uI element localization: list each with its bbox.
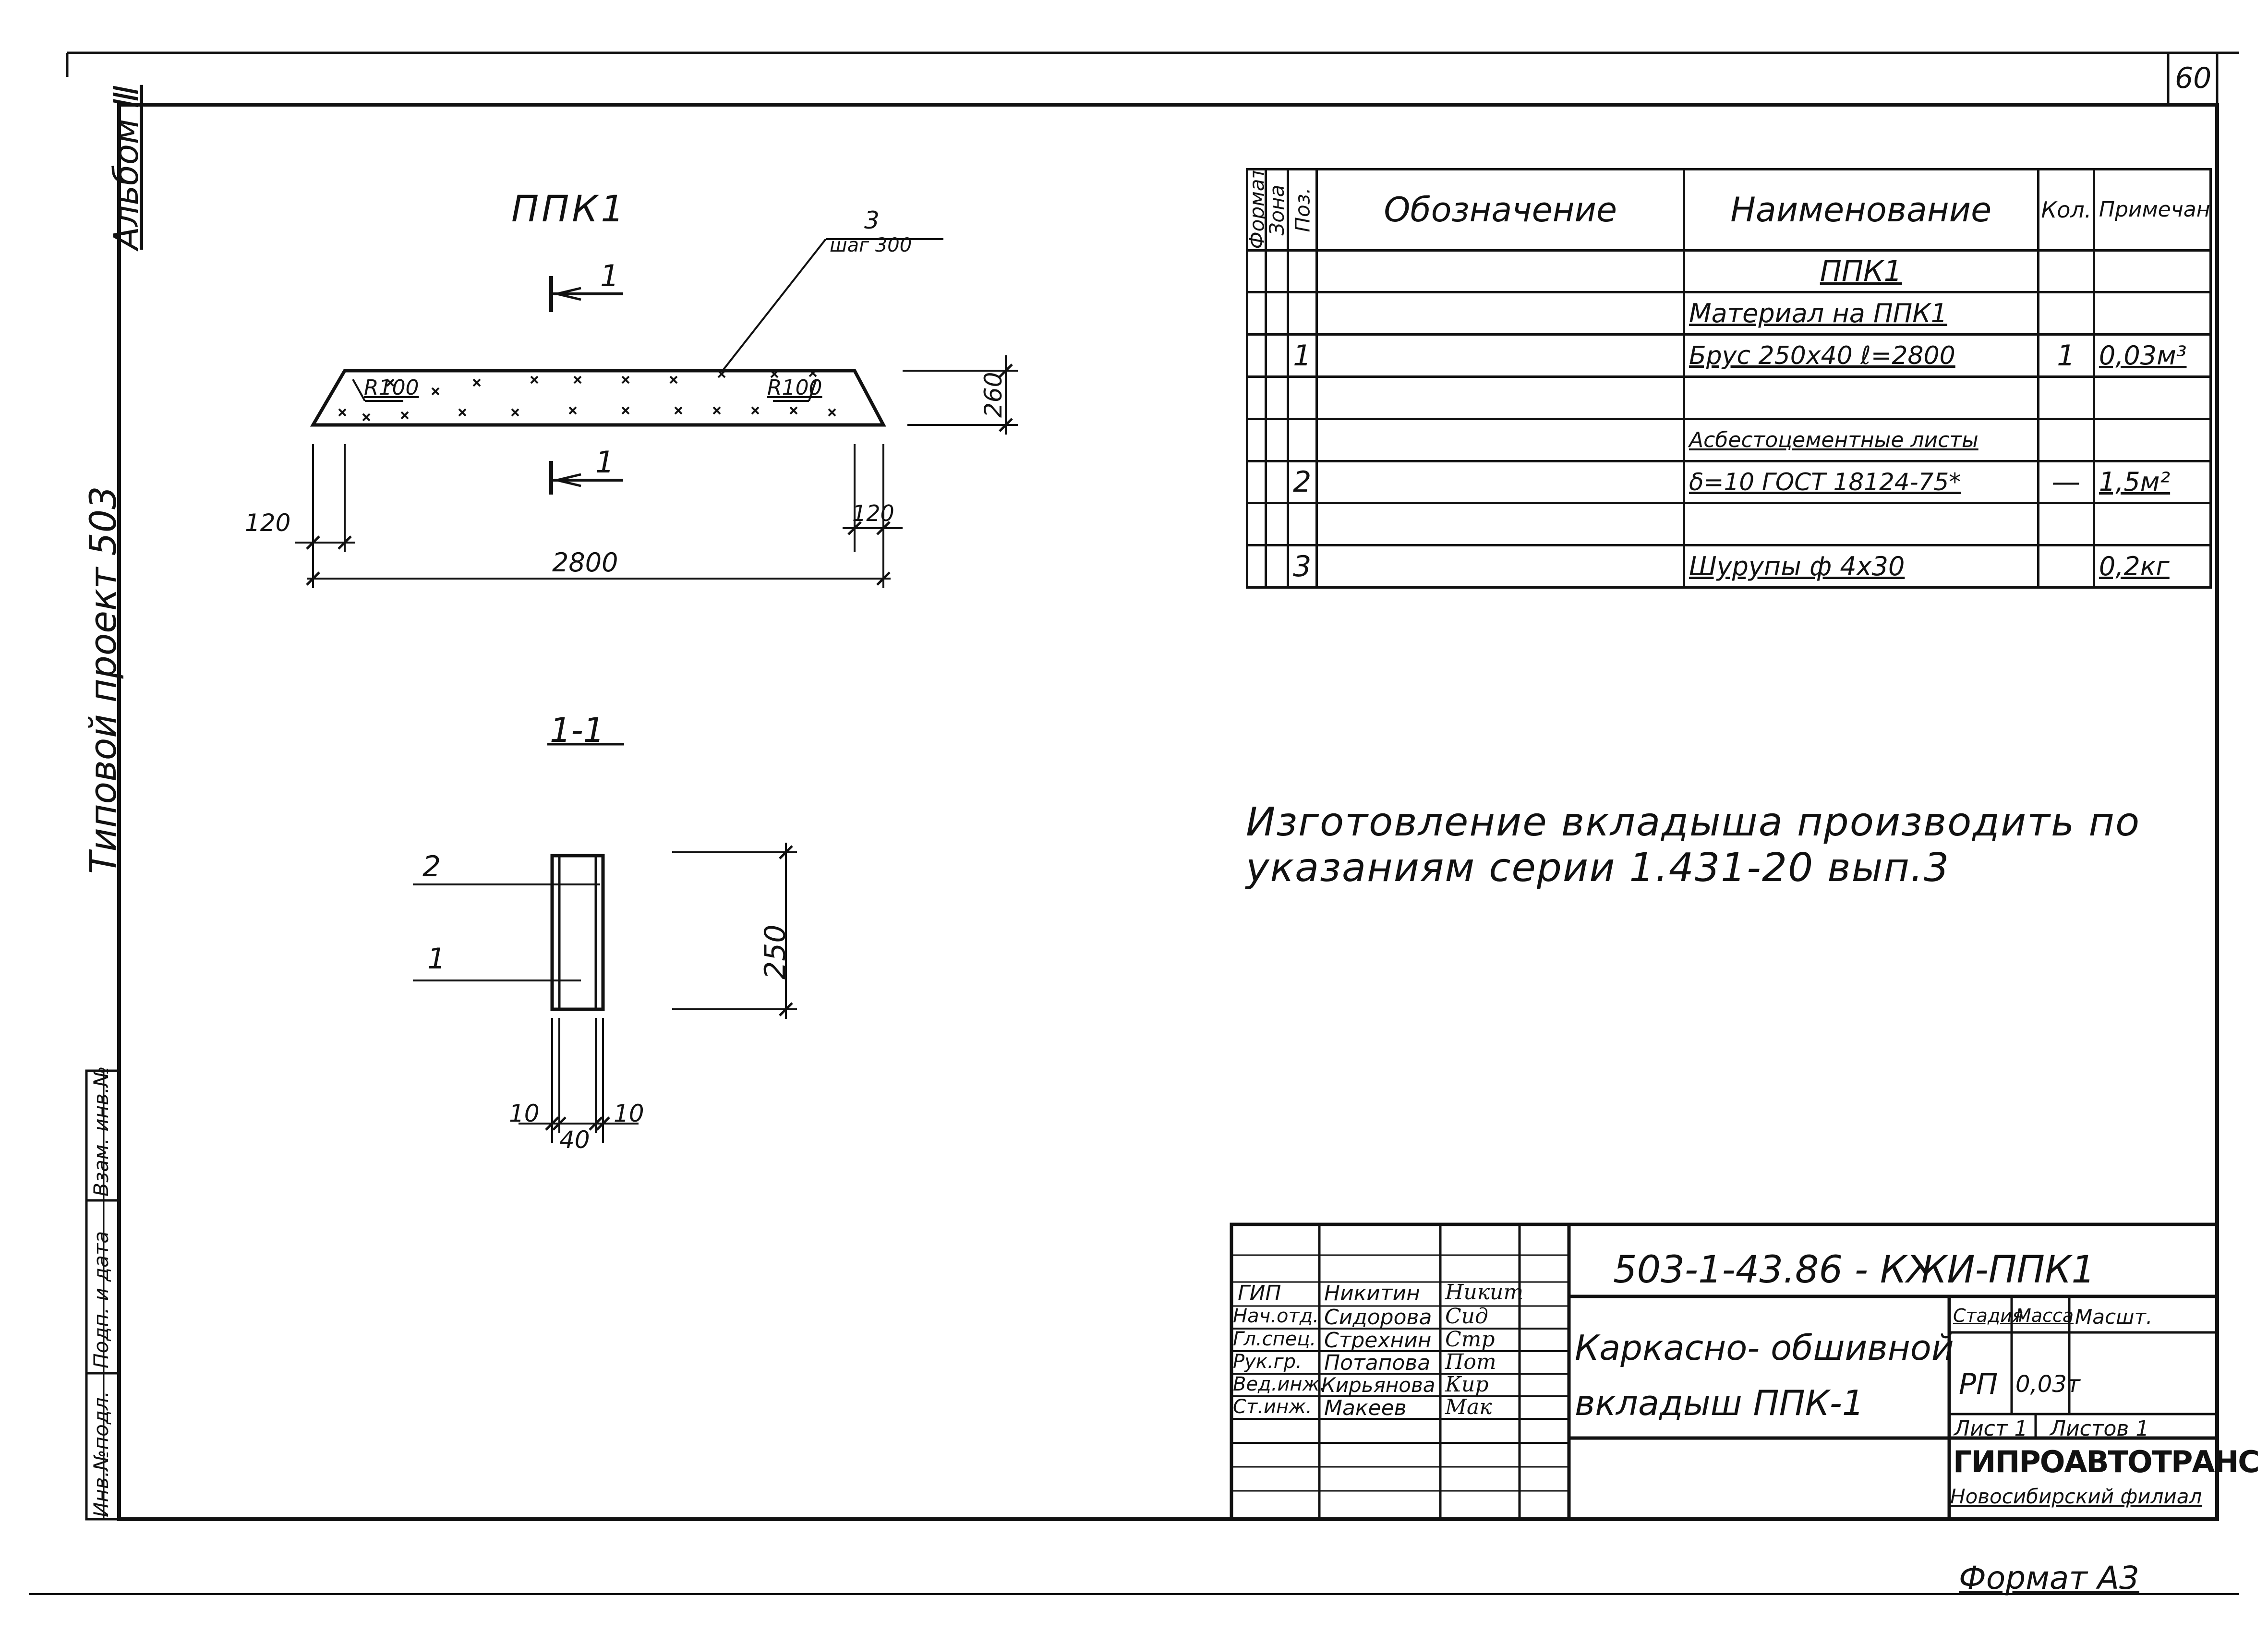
staff-name: Стрехнин [1324,1328,1432,1353]
part-title: ППК1 [511,187,627,230]
doc-title-line-2: вкладыш ППК-1 [1575,1383,1864,1423]
table-row [1245,375,2212,420]
section-view [413,743,797,1143]
staff-role: Вед.инж. [1233,1373,1326,1395]
dim-sec-left-10: 10 [509,1100,540,1127]
mass-value: 0,03т [2015,1371,2080,1398]
leader-pos3-note: шаг 300 [830,234,912,256]
part-elevation [295,238,1018,588]
table-row: 2 δ=10 ГОСТ 18124-75* — 1,5м² [1245,460,2212,505]
stage-value: РП [1959,1367,1998,1401]
staff-signature: Кир [1445,1372,1489,1397]
dim-right-120: 120 [852,500,894,526]
sheets-label: Листов 1 [2050,1416,2149,1441]
spec-header-row: Формат Зона Поз. Обозначение Наименовани… [1247,168,2212,252]
left-stamp-strip [85,1069,121,1521]
scale-label: Масшт. [2075,1305,2153,1329]
dim-length-2800: 2800 [552,547,618,578]
spec-table: Формат Зона Поз. Обозначение Наименовани… [1245,168,2212,589]
spec-col-format: Формат [1247,169,1266,251]
staff-signature: Сид [1445,1304,1488,1329]
spec-col-designation: Обозначение [1315,168,1685,252]
dim-sec-right-10: 10 [614,1100,644,1127]
staff-signature: Пот [1445,1350,1496,1374]
org-name: ГИПРОАВТОТРАНС [1953,1444,2260,1479]
dim-height-260: 260 [979,372,1007,418]
staff-role: ГИП [1238,1281,1281,1306]
doc-title-line-1: Каркасно- обшивной [1575,1328,1954,1368]
org-branch: Новосибирский филиал [1950,1485,2202,1508]
spec-name-cell: δ=10 ГОСТ 18124-75* [1682,460,2039,505]
section-pos1: 1 [427,942,446,976]
spec-col-zone: Зона [1266,169,1288,251]
leader-pos3: 3 [864,206,880,234]
table-row: Асбестоцементные листы [1245,417,2212,462]
table-row: ППК1 [1245,249,2212,294]
staff-name: Сидорова [1324,1305,1432,1330]
section-mark-top: 1 [600,258,619,293]
staff-signature: Мак [1445,1395,1492,1419]
staff-role: Ст.инж. [1233,1396,1312,1418]
staff-name: Кирьянова [1321,1373,1436,1397]
mass-label: Масса [2015,1305,2074,1326]
staff-role: Гл.спец. [1233,1328,1316,1350]
doc-code: 503-1-43.86 - КЖИ-ППК1 [1613,1248,2096,1292]
page-number-box [2167,51,2219,106]
stamp-vzam-inv: Взам. инв.№ [89,1066,113,1197]
spec-col-qty: Кол. [2037,168,2095,252]
table-row: 1 Брус 250х40 ℓ=2800 1 0,03м³ [1245,333,2212,378]
staff-signature: Стр [1445,1327,1495,1352]
staff-name: Потапова [1324,1351,1431,1375]
section-mark-bottom: 1 [595,445,615,480]
note-line-1: Изготовление вкладыша производить по [1246,799,2141,845]
dim-sec-width-40: 40 [559,1126,590,1154]
album-label: Альбом Ⅲ [107,85,146,250]
format-label: Формат А3 [1959,1560,2139,1597]
spec-name-cell: Шурупы ф 4х30 [1682,544,2039,589]
stamp-inv-podl: Инв.№подл. [89,1391,113,1517]
spec-col-pos: Поз. [1288,169,1317,251]
table-row: 3 Шурупы ф 4х30 0,2кг [1245,544,2212,589]
staff-role: Рук.гр. [1233,1351,1302,1373]
section-title: 1-1 [550,711,605,750]
staff-name: Макеев [1324,1396,1407,1420]
section-pos2: 2 [422,850,441,883]
spec-name-cell: Асбестоцементные листы [1682,417,2039,462]
project-label: Типовой проект 503 [82,486,124,874]
sheet-frame [117,103,2219,1521]
stage-label: Стадия [1953,1305,2023,1326]
table-row: Материал на ППК1 [1245,291,2212,336]
table-row [1245,502,2212,547]
screw-marks [338,369,836,422]
sheet-label: Лист 1 [1954,1416,2028,1441]
spec-name-cell: Материал на ППК1 [1682,291,2039,336]
stamp-podp-data: Подп. и дата [89,1231,113,1368]
note-line-2: указаниям серии 1.431-20 вып.3 [1246,845,1950,891]
staff-role: Нач.отд. [1233,1305,1319,1327]
dim-left-120: 120 [245,509,291,537]
spec-col-name: Наименование [1682,168,2039,252]
spec-name-cell: Брус 250х40 ℓ=2800 [1682,333,2039,378]
radius-left: R100 [364,375,419,400]
page-number: 60 [2175,61,2212,95]
title-block-grid [1230,1222,2219,1521]
staff-name: Никитин [1324,1281,1420,1306]
spec-col-note: Примечание [2092,168,2212,252]
dim-height-250: 250 [759,924,792,980]
radius-right: R100 [767,375,822,400]
staff-signature: Никит [1445,1280,1524,1305]
spec-name-cell: ППК1 [1682,249,2039,294]
